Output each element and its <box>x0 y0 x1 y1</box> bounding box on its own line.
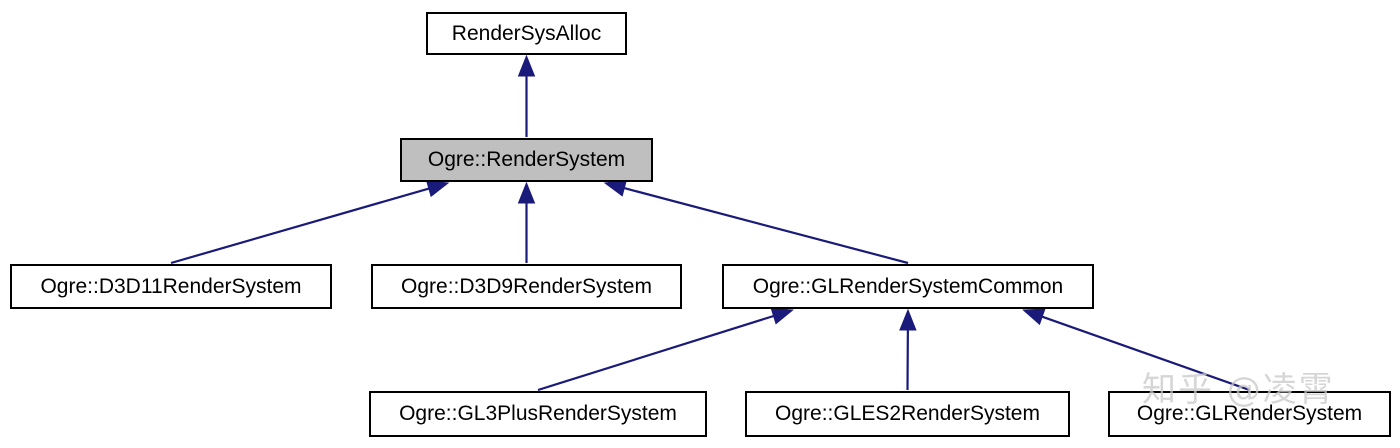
node-ogre-gl3plusrendersystem[interactable]: Ogre::GL3PlusRenderSystem <box>369 391 707 437</box>
node-label: Ogre::GLRenderSystemCommon <box>752 274 1064 298</box>
inheritance-edge-line <box>1041 315 1250 392</box>
node-label: Ogre::GL3PlusRenderSystem <box>399 402 677 425</box>
node-ogre-glrendersystemcommon[interactable]: Ogre::GLRenderSystemCommon <box>722 264 1094 309</box>
inheritance-arrowhead <box>1022 308 1046 326</box>
inheritance-edge-line <box>537 314 774 392</box>
node-label: Ogre::GLES2RenderSystem <box>775 402 1040 425</box>
inheritance-arrowhead <box>899 308 917 331</box>
inheritance-arrowhead <box>517 54 536 77</box>
node-ogre-rendersystem[interactable]: Ogre::RenderSystem <box>400 138 653 182</box>
node-label: RenderSysAlloc <box>451 21 602 45</box>
inheritance-arrowhead <box>770 307 794 325</box>
inheritance-edges <box>170 54 1250 392</box>
node-rendersysalloc[interactable]: RenderSysAlloc <box>426 12 627 55</box>
node-ogre-gles2rendersystem[interactable]: Ogre::GLES2RenderSystem <box>745 391 1070 437</box>
inheritance-edge-line <box>170 187 430 265</box>
node-label: Ogre::D3D11RenderSystem <box>40 274 302 298</box>
inheritance-arrowhead <box>603 179 627 197</box>
node-label: Ogre::D3D9RenderSystem <box>401 274 652 298</box>
inheritance-arrowhead <box>425 180 450 198</box>
inheritance-arrowhead <box>517 181 536 204</box>
node-ogre-d3d11rendersystem[interactable]: Ogre::D3D11RenderSystem <box>10 264 332 309</box>
inheritance-edge-line <box>623 187 909 265</box>
node-label: Ogre::GLRenderSystem <box>1136 402 1363 425</box>
node-ogre-glrendersystem[interactable]: Ogre::GLRenderSystem <box>1108 391 1391 437</box>
node-label: Ogre::RenderSystem <box>427 148 626 171</box>
node-ogre-d3d9rendersystem[interactable]: Ogre::D3D9RenderSystem <box>371 264 682 309</box>
